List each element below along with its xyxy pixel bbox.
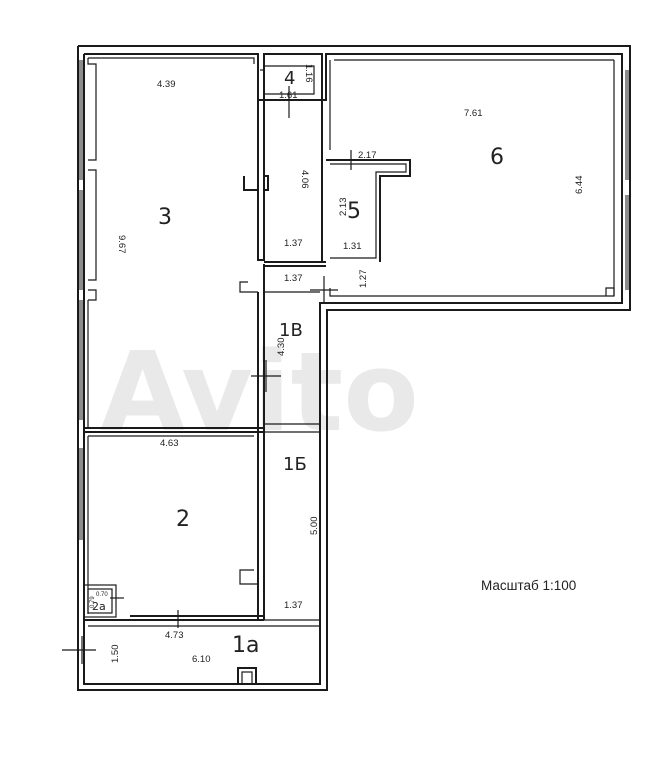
dim-closet-width: 1.37 [284,238,303,249]
room-6-walls [310,59,615,302]
room-label-1v: 1В [279,320,303,341]
dim-closet-height: 4.06 [299,170,310,189]
scale-label: Масштаб 1:100 [481,578,576,593]
dim-r6-width: 7.61 [464,108,483,119]
dim-r1b-width: 1.37 [284,600,303,611]
room-label-1b: 1Б [283,454,307,475]
dim-r2-width-bottom: 4.73 [165,630,184,641]
dim-r1a-height: 1.50 [110,645,121,664]
room-3-walls [84,57,264,433]
corridor-walls [251,291,320,433]
room-label-2a: 2а [92,600,106,613]
dim-r4-width: 1.61 [279,90,298,101]
room-5-walls [326,150,411,262]
dim-r2-width-top: 4.63 [160,438,179,449]
dim-r5-bottom: 1.31 [343,241,362,252]
central-partition [243,100,269,620]
room-4-walls [258,65,322,118]
room-label-2: 2 [176,507,190,532]
dim-r1b-length: 5.00 [309,517,320,536]
dim-corridor-top: 1.37 [284,273,303,284]
dim-r3-width: 4.39 [157,79,176,90]
windows-left [79,60,83,540]
room-label-4: 4 [284,68,295,89]
dim-r4-height: 1.16 [303,64,314,83]
dim-r6-height: 6.44 [574,176,585,195]
room-2a-walls [83,584,124,618]
room-2-walls [84,435,264,628]
dim-r1v-length: 4.30 [276,338,287,357]
closet-walls [264,100,326,267]
dim-r2a-width: 0.70 [96,592,108,598]
watermark: Avito [100,328,419,456]
dim-r3-height: 9.67 [116,235,127,254]
room-label-5: 5 [347,199,361,224]
room-1a-walls [62,619,320,685]
dim-r2a-height: 0.79 [90,596,96,608]
dim-r5-height: 2.13 [338,198,349,217]
windows-right [625,70,629,290]
dim-r5-width: 2.17 [358,150,377,161]
room-label-3: 3 [158,205,172,230]
room-label-1a: 1а [232,633,259,658]
room-label-6: 6 [490,145,504,170]
dim-r1a-width: 6.10 [192,654,211,665]
dim-passage-height: 1.27 [358,270,369,289]
